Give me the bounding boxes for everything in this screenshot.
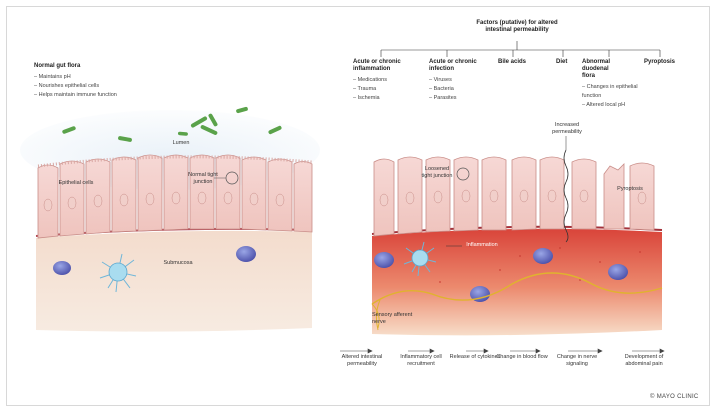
immune-cell	[374, 252, 394, 268]
factor-item: Ischemia	[353, 94, 413, 103]
factor-item: Parasites	[429, 94, 485, 103]
immune-cell	[53, 261, 71, 275]
dendritic-cell-body	[109, 263, 127, 281]
flow-step: Inflammatory cell recruitment	[391, 354, 451, 368]
flow-step: Change in blood flow	[492, 354, 552, 361]
immune-cell	[608, 264, 628, 280]
submucosa-layer	[36, 231, 312, 332]
factor-title: Acute or chronic inflammation	[353, 59, 413, 73]
factor-item: Viruses	[429, 76, 485, 85]
flow-step: Change in nerve signaling	[547, 354, 607, 368]
inflammation-label: Inflammation	[462, 242, 502, 249]
submucosa-label: Submucosa	[158, 260, 198, 267]
factor-title: Abnormal duodenal flora	[582, 59, 622, 80]
factor-diet: Diet	[556, 59, 567, 66]
factor-tree	[381, 41, 660, 57]
loosened-tight-junction-label: Loosened tight junction	[420, 166, 454, 180]
flow-arrows	[340, 349, 664, 353]
factor-infection: Acute or chronic infection Viruses Bacte…	[429, 59, 485, 103]
lumen-label: Lumen	[166, 140, 196, 147]
normal-tight-junction-label: Normal tight junction	[188, 172, 218, 186]
factors-title: Factors (putative) for altered intestina…	[467, 20, 567, 34]
epithelial-cells-label: Epithelial cells	[56, 180, 96, 187]
factor-items: Changes in epithelial function Altered l…	[582, 83, 640, 110]
factor-duodenal-flora: Abnormal duodenal flora Changes in epith…	[582, 59, 640, 110]
pyroptosis-label: Pyroptosis	[612, 186, 648, 193]
flow-step: Development of abdominal pain	[614, 354, 674, 368]
sensory-nerve-label: Sensory afferent nerve	[372, 312, 416, 326]
factor-title: Acute or chronic infection	[429, 59, 485, 73]
factor-item: Trauma	[353, 85, 413, 94]
increased-permeability-label: Increased permeability	[544, 122, 590, 136]
factor-pyroptosis: Pyroptosis	[644, 59, 675, 66]
dendritic-cell-body	[412, 250, 428, 266]
factor-items: Viruses Bacteria Parasites	[429, 76, 485, 103]
factor-bile-acids: Bile acids	[498, 59, 526, 66]
factor-item: Bacteria	[429, 85, 485, 94]
factor-item: Medications	[353, 76, 413, 85]
factor-item: Changes in epithelial function	[582, 83, 638, 101]
epithelial-cell-row-right	[374, 157, 654, 236]
factor-items: Medications Trauma Ischemia	[353, 76, 413, 103]
flow-step: Altered intestinal permeability	[332, 354, 392, 368]
factor-item: Altered local pH	[582, 101, 640, 110]
immune-cell	[236, 246, 256, 262]
increased-permeability-path	[564, 150, 568, 242]
mayo-clinic-credit: © MAYO CLINIC	[650, 394, 699, 400]
immune-cell	[533, 248, 553, 264]
factor-inflammation: Acute or chronic inflammation Medication…	[353, 59, 413, 103]
